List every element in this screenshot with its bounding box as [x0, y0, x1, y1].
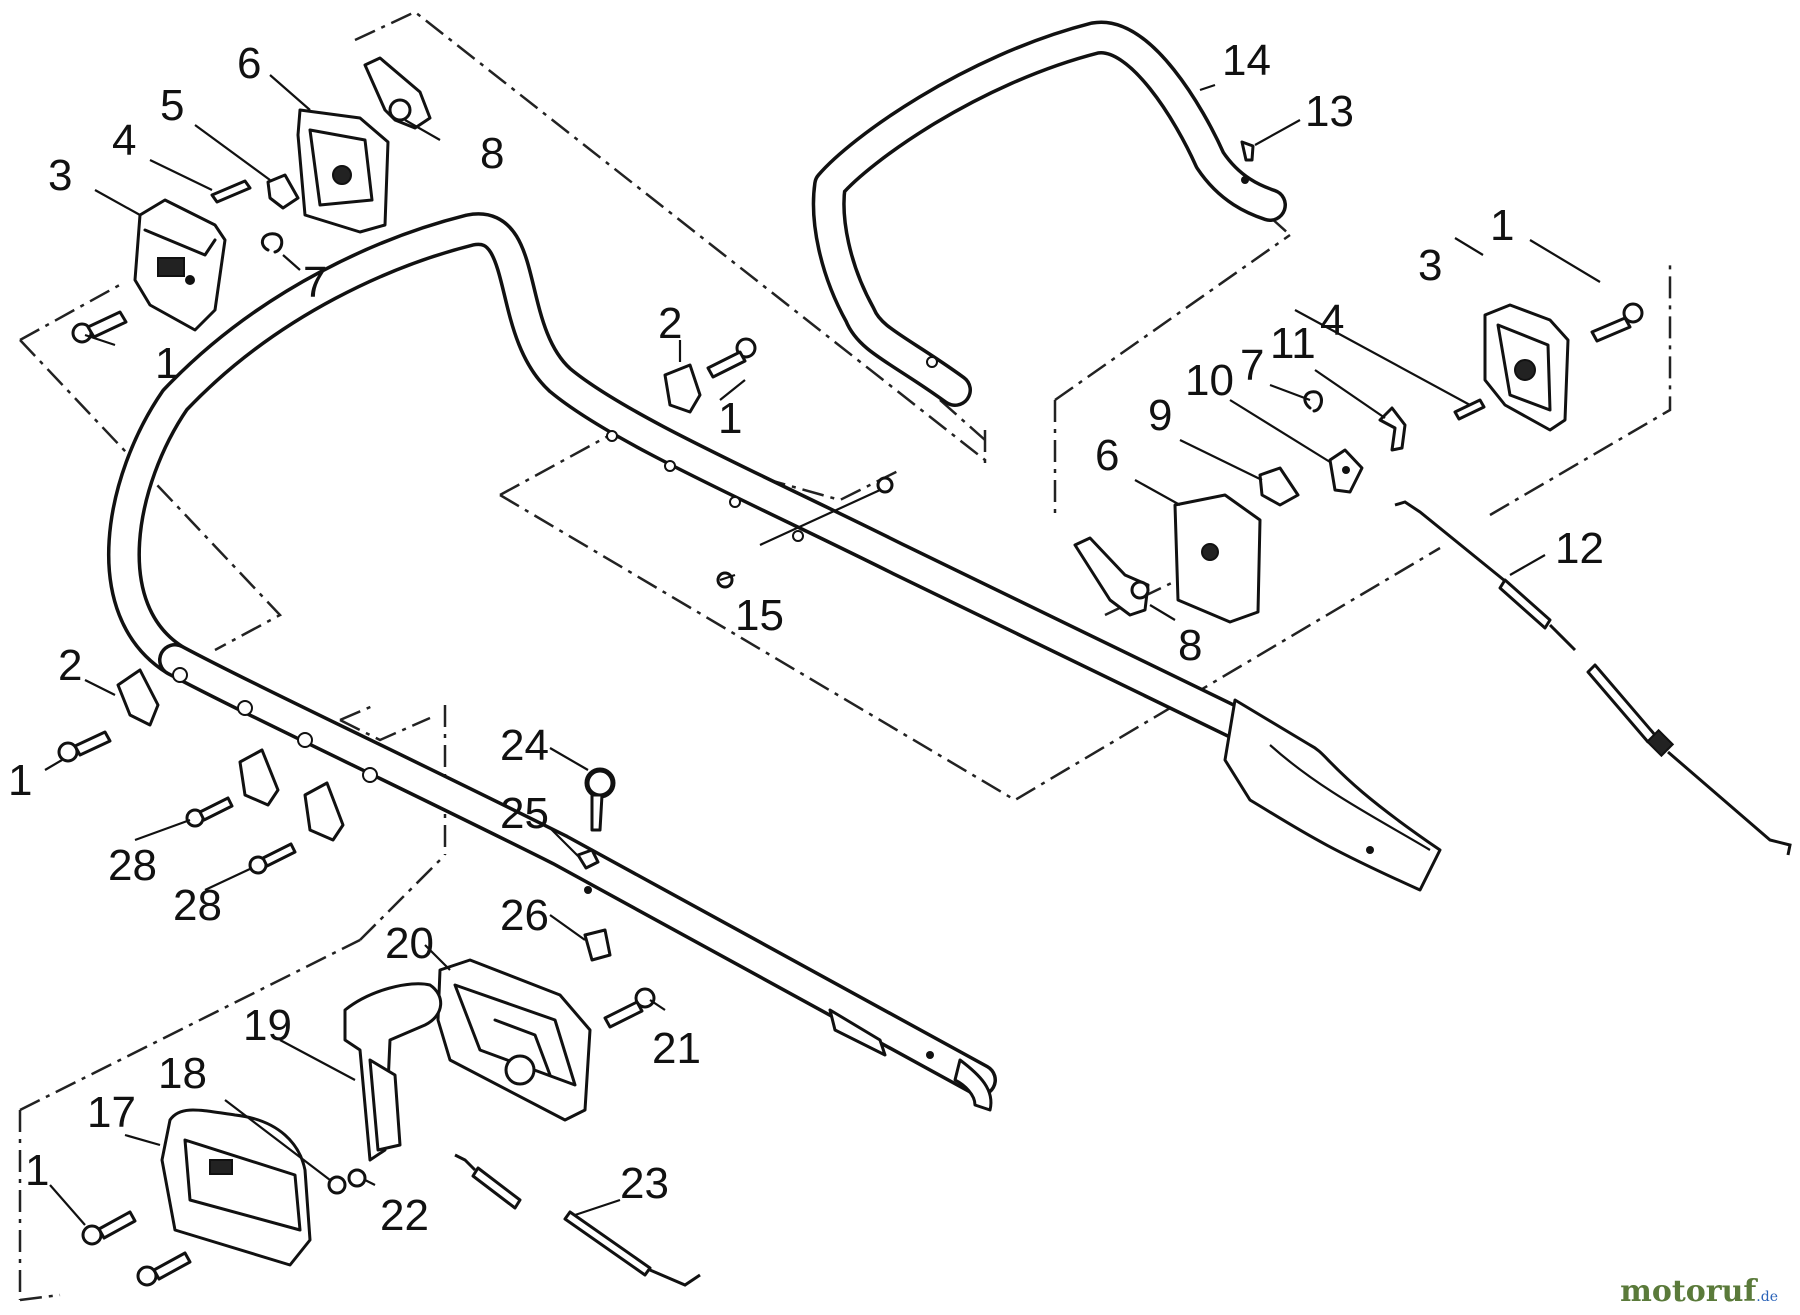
callout-25: 25	[500, 789, 549, 838]
leader-lines	[44, 74, 1601, 1226]
callout-6-right: 6	[1095, 431, 1119, 480]
callout-15: 15	[735, 591, 784, 640]
callout-21: 21	[652, 1024, 701, 1073]
callout-28-b: 28	[173, 881, 222, 930]
callout-8-right: 8	[1178, 621, 1202, 670]
callout-7-right: 7	[1240, 341, 1264, 390]
callout-9: 9	[1148, 391, 1172, 440]
callout-1-top-left: 1	[155, 339, 179, 388]
callout-24: 24	[500, 721, 549, 770]
callout-3-right: 3	[1418, 241, 1442, 290]
upper-handle-bar	[811, 20, 1287, 407]
callout-1-lower: 1	[8, 756, 32, 805]
callout-19: 19	[243, 1001, 292, 1050]
cable-12	[1394, 500, 1792, 856]
callout-11: 11	[1270, 319, 1316, 368]
callout-4-right: 4	[1320, 296, 1344, 345]
watermark-logo: motoruf.de	[1620, 1274, 1778, 1309]
watermark-suffix: .de	[1756, 1289, 1778, 1305]
callout-2-top-middle: 2	[658, 299, 682, 348]
callout-2-lower: 2	[58, 641, 82, 690]
top-left-control-assembly	[71, 56, 432, 344]
callout-8-top-left: 8	[480, 129, 504, 178]
callout-26: 26	[500, 891, 549, 940]
callout-23: 23	[620, 1159, 669, 1208]
callout-1-right: 1	[1490, 201, 1514, 250]
lower-control-assembly	[81, 958, 701, 1287]
callout-5: 5	[160, 81, 184, 130]
callout-1-bottom: 1	[25, 1146, 49, 1195]
callout-4-top-left: 4	[112, 116, 136, 165]
callout-6-top-left: 6	[237, 39, 261, 88]
callout-10: 10	[1185, 356, 1234, 405]
right-control-assembly	[1073, 302, 1644, 624]
callout-28-a: 28	[108, 841, 157, 890]
lower-handle-bar	[106, 212, 1442, 1112]
callout-labels: 3 4 5 6 7 8 1 2 1 14 13 1 3 4 11 7 10 9 …	[8, 36, 1604, 1240]
callout-17: 17	[87, 1088, 136, 1137]
small-fittings	[57, 140, 1255, 1029]
callout-7-top-left: 7	[303, 258, 327, 307]
callout-3-top-left: 3	[48, 151, 72, 200]
callout-20: 20	[385, 919, 434, 968]
callout-12: 12	[1555, 524, 1604, 573]
watermark-brand: motoruf	[1620, 1274, 1757, 1309]
callout-22: 22	[380, 1191, 429, 1240]
callout-13: 13	[1305, 87, 1354, 136]
callout-18: 18	[158, 1049, 207, 1098]
callout-14: 14	[1222, 36, 1271, 85]
assembly-group-lines	[18, 10, 1672, 1302]
callout-1-top-middle: 1	[718, 394, 742, 443]
